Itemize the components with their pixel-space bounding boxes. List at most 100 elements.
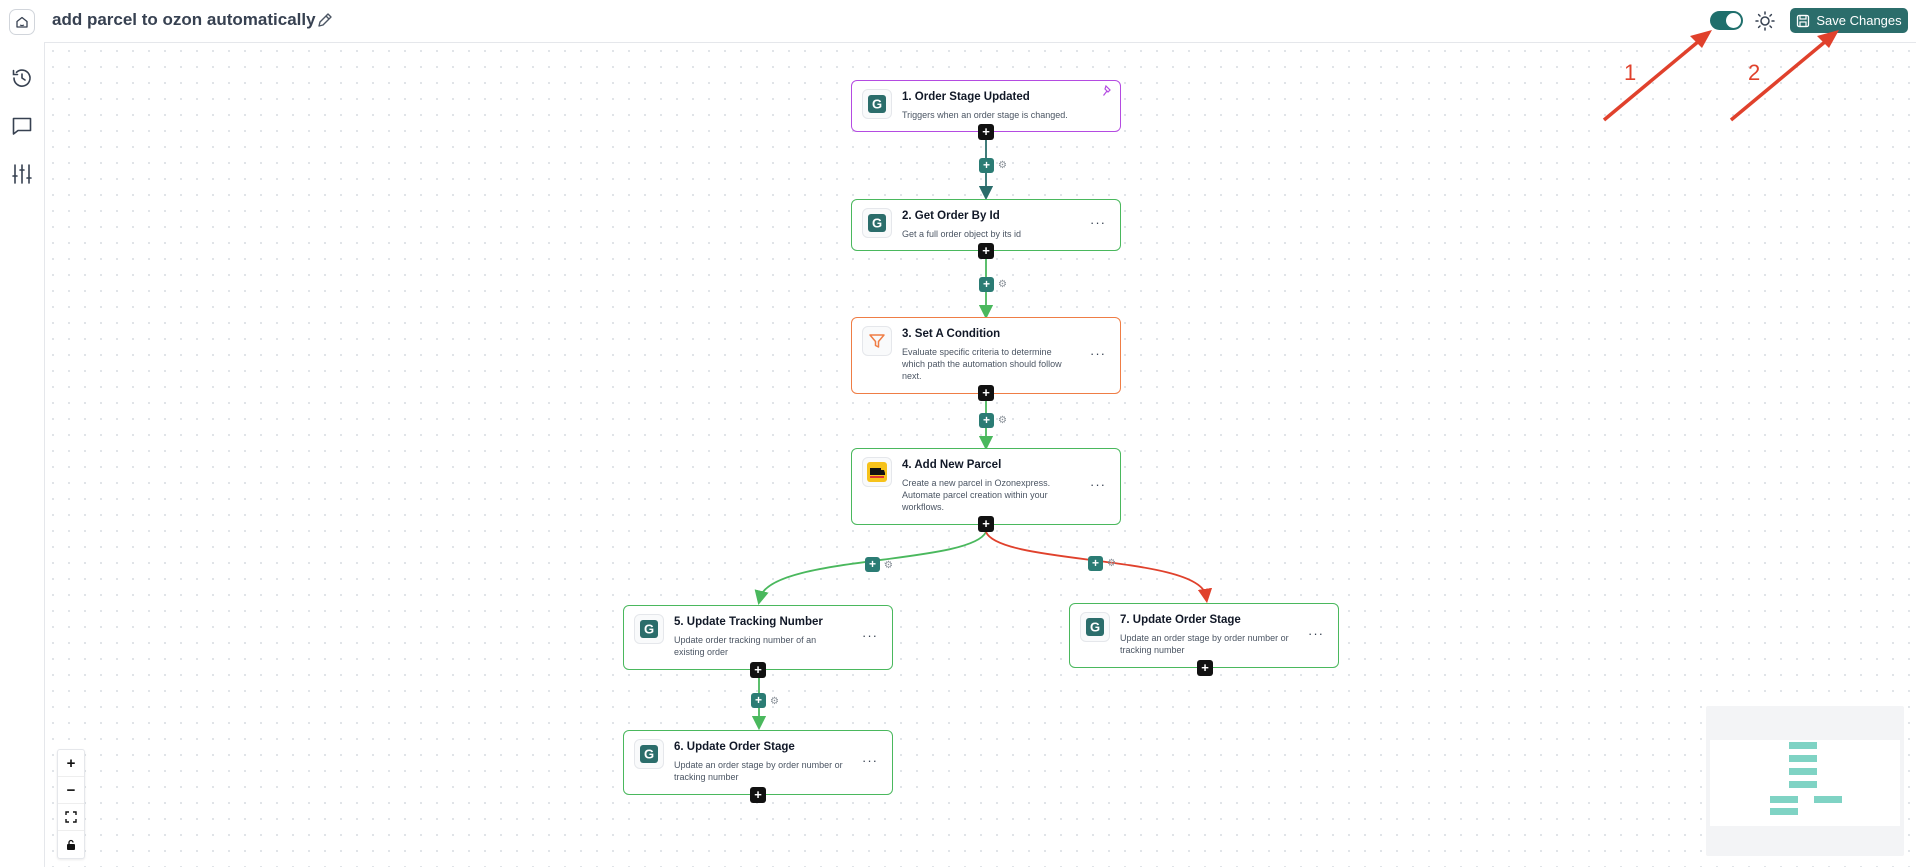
add-step-button[interactable]: + [978,124,994,140]
node-update-tracking-number[interactable]: G 5. Update Tracking Number Update order… [623,605,893,670]
workflow-active-toggle[interactable] [1710,11,1743,30]
node-description: Update order tracking number of an exist… [674,635,817,657]
zoom-out-button[interactable]: − [58,777,84,804]
node-icon-box [862,457,892,487]
add-step-button[interactable]: + [750,662,766,678]
node-update-order-stage-7[interactable]: G 7. Update Order Stage Update an order … [1069,603,1339,668]
node-description: Triggers when an order stage is changed. [902,110,1068,120]
pencil-icon [318,13,332,27]
sliders-icon [12,164,32,184]
fit-view-button[interactable] [58,804,84,831]
g-logo-icon: G [868,214,886,232]
node-title: 1. Order Stage Updated [902,91,1030,103]
node-description: Evaluate specific criteria to determine … [902,347,1062,381]
edge-settings-icon[interactable]: ⚙ [998,415,1007,426]
minimap-node [1789,768,1817,775]
save-changes-button[interactable]: Save Changes [1790,8,1908,33]
annotation-number-1: 1 [1624,60,1637,85]
node-title: 5. Update Tracking Number [674,616,823,628]
header: add parcel to ozon automatically Save Ch… [0,0,1916,42]
minimap-node [1789,781,1817,788]
node-title: 6. Update Order Stage [674,741,795,753]
edge-settings-icon[interactable]: ⚙ [770,696,779,707]
minimap-node [1789,742,1817,749]
minimap-node [1789,755,1817,762]
node-more-button[interactable]: ··· [862,753,878,768]
theme-toggle-button[interactable] [1754,10,1776,32]
minimap-node [1770,808,1798,815]
history-button[interactable] [10,66,34,90]
svg-text:G: G [1090,620,1100,635]
toggle-knob [1726,13,1741,28]
filter-icon [869,334,885,348]
insert-step-button[interactable]: + [1088,556,1103,571]
node-title: 3. Set A Condition [902,328,1001,340]
edit-title-button[interactable] [315,10,335,30]
fit-view-icon [65,811,77,823]
insert-step-button[interactable]: + [979,158,994,173]
insert-step-button[interactable]: + [979,413,994,428]
node-more-button[interactable]: ··· [1308,626,1324,641]
edge-settings-icon[interactable]: ⚙ [998,160,1007,171]
settings-button[interactable] [10,162,34,186]
add-step-button[interactable]: + [1197,660,1213,676]
node-description: Update an order stage by order number or… [674,760,843,782]
comments-button[interactable] [10,114,34,138]
pin-icon[interactable] [1102,85,1114,97]
minimap[interactable] [1706,706,1904,856]
edge-settings-icon[interactable]: ⚙ [1107,558,1116,569]
insert-step-button[interactable]: + [751,693,766,708]
node-title: 2. Get Order By Id [902,210,1000,222]
node-icon-box: G [634,739,664,769]
node-more-button[interactable]: ··· [1090,477,1106,492]
svg-text:G: G [872,97,882,112]
edge-settings-icon[interactable]: ⚙ [998,279,1007,290]
zoom-in-button[interactable]: + [58,750,84,777]
ozonexpress-logo-icon [867,462,887,482]
node-icon-box: G [1080,612,1110,642]
node-more-button[interactable]: ··· [1090,346,1106,361]
minimap-node [1770,796,1798,803]
node-update-order-stage-6[interactable]: G 6. Update Order Stage Update an order … [623,730,893,795]
annotation-arrowhead-2 [1817,30,1839,48]
lock-button[interactable] [58,831,84,858]
left-rail [0,42,44,867]
node-title: 7. Update Order Stage [1120,614,1241,626]
history-icon [12,69,31,87]
insert-step-button[interactable]: + [979,277,994,292]
g-logo-icon: G [640,745,658,763]
chat-icon [12,117,32,135]
node-order-stage-updated[interactable]: G 1. Order Stage Updated Triggers when a… [851,80,1121,132]
svg-text:G: G [644,747,654,762]
node-icon-box: G [634,614,664,644]
g-logo-icon: G [640,620,658,638]
insert-step-button[interactable]: + [865,557,880,572]
g-logo-icon: G [868,95,886,113]
lock-icon [67,839,75,850]
add-step-button[interactable]: + [978,243,994,259]
svg-text:G: G [872,216,882,231]
node-more-button[interactable]: ··· [1090,215,1106,230]
edge-settings-icon[interactable]: ⚙ [884,560,893,571]
annotation-number-2: 2 [1748,60,1761,85]
zoom-controls: + − [57,749,85,859]
node-set-a-condition[interactable]: 3. Set A Condition Evaluate specific cri… [851,317,1121,394]
node-get-order-by-id[interactable]: G 2. Get Order By Id Get a full order ob… [851,199,1121,251]
add-step-button[interactable]: + [750,787,766,803]
save-icon [1797,14,1810,27]
node-description: Update an order stage by order number or… [1120,633,1289,655]
sun-icon [1755,11,1775,31]
add-step-button[interactable]: + [978,385,994,401]
home-button[interactable] [9,9,35,35]
annotation-arrowhead-1 [1690,30,1712,48]
node-description: Create a new parcel in Ozonexpress. Auto… [902,478,1051,512]
node-title: 4. Add New Parcel [902,459,1002,471]
home-icon [16,16,28,28]
add-step-button[interactable]: + [978,516,994,532]
g-logo-icon: G [1086,618,1104,636]
node-add-new-parcel[interactable]: 4. Add New Parcel Create a new parcel in… [851,448,1121,525]
node-icon-box: G [862,89,892,119]
annotation-arrow-1 [1602,34,1707,122]
node-more-button[interactable]: ··· [862,628,878,643]
svg-text:G: G [644,622,654,637]
